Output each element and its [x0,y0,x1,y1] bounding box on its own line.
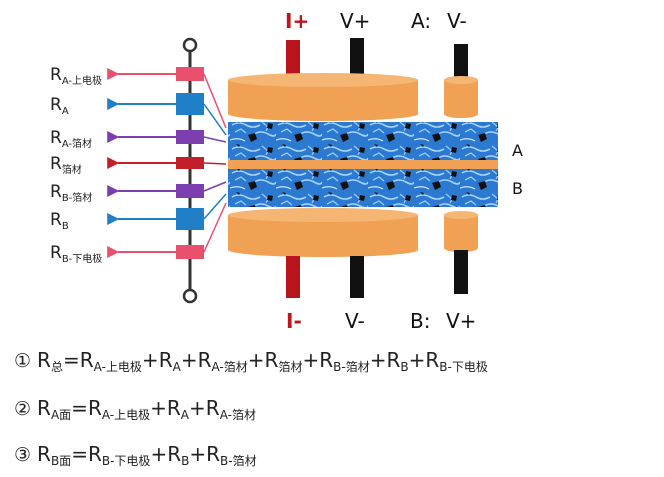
formula-subscript: B-箔材 [333,360,370,374]
probe-i-minus [286,256,300,298]
resistor-label-0: RA-上电极 [50,65,102,87]
label-b-v: V+ [446,309,476,333]
formula-subscript: A [172,360,181,374]
resistor-block-6 [176,245,204,259]
label-i-minus: I- [286,309,302,333]
coating-layer-b [228,169,498,207]
formula-subscript: B [181,454,190,468]
formula-r: R [87,442,102,466]
label-a: A: [411,9,431,33]
resistor-lead-2 [203,136,227,143]
formula-r: R [205,396,220,420]
resistor-block-2 [176,130,204,144]
resistor-block-5 [176,208,204,230]
resistor-label-5: RB [50,210,69,232]
wire-terminal-top [182,37,198,53]
probe-v-plus-top [350,38,364,78]
formula-r: R [79,348,94,372]
resistor-label-1: RA [50,95,69,117]
formula-subscript: A-上电极 [93,360,142,374]
formula-r: R [167,442,182,466]
resistor-block-3 [176,157,204,169]
formula-subscript: B-下电极 [439,360,488,374]
formula-subscript: A [180,408,190,422]
formula-r: R [319,348,334,372]
probe-v-minus-bottom [350,256,364,298]
resistor-lead-0 [203,73,227,129]
formula-number: ③ [14,444,32,466]
formula-r: R [206,442,221,466]
formula-r: R [87,396,102,420]
formula-number: ① [14,350,32,372]
layer-label-a: A [512,141,523,160]
formula-number: ② [14,398,32,420]
resistor-label-3: R箔材 [50,154,82,176]
probe-b-v [454,250,468,294]
formula-r: R [166,396,181,420]
formula-subscript: A面 [50,408,72,422]
resistor-lead-4 [203,181,227,192]
probe-i-plus [286,40,300,78]
formula-subscript: A-上电极 [101,408,151,422]
top-small-electrode [444,80,478,114]
formula-r: R [197,348,212,372]
label-v-minus-bottom: V- [345,309,365,333]
formula-r: R [37,442,51,466]
label-a-v: V- [447,9,467,33]
resistor-group: RA-上电极 RA RA-箔材 R箔材 RB-箔材 RB RB-下电极 [50,65,227,265]
resistor-label-4: RB-箔材 [50,182,92,204]
formula-subscript: A-箔材 [219,408,256,422]
coating-layer-a [228,122,498,160]
formula-r: R [386,348,401,372]
formula-r: R [37,396,51,420]
resistor-block-0 [176,67,204,81]
formula-subscript: B-箔材 [220,454,257,468]
resistor-label-2: RA-箔材 [50,128,92,150]
formula-subscript: 总 [50,360,63,374]
label-i-plus: I+ [285,9,309,33]
resistor-lead-3 [203,162,227,165]
formula-subscript: 箔材 [278,360,303,374]
resistor-block-1 [176,93,204,115]
formula-subscript: B面 [50,454,72,468]
resistor-label-6: RB-下电极 [50,243,102,265]
resistor-lead-1 [203,103,227,136]
formula-r: R [425,348,440,372]
resistor-block-4 [176,184,204,198]
resistor-lead-6 [203,202,227,253]
formula-subscript: B [400,360,409,374]
foil-layer [228,160,498,169]
label-v-plus-top: V+ [340,9,370,33]
resistance-diagram: RA-上电极 RA RA-箔材 R箔材 RB-箔材 RB RB-下电极 I+ V+ A: V… [50,9,523,333]
wire-terminal-bottom [182,288,198,304]
probe-a-v [454,44,468,80]
formula-subscript: A-箔材 [211,360,248,374]
formula-r: R [264,348,279,372]
resistor-lead-5 [203,193,227,220]
formula-r: R [158,348,173,372]
formula-r: R [37,348,51,372]
bottom-small-electrode [444,215,478,248]
formula-subscript: B-下电极 [101,454,151,468]
label-b: B: [410,309,430,333]
layer-label-b: B [512,179,523,198]
